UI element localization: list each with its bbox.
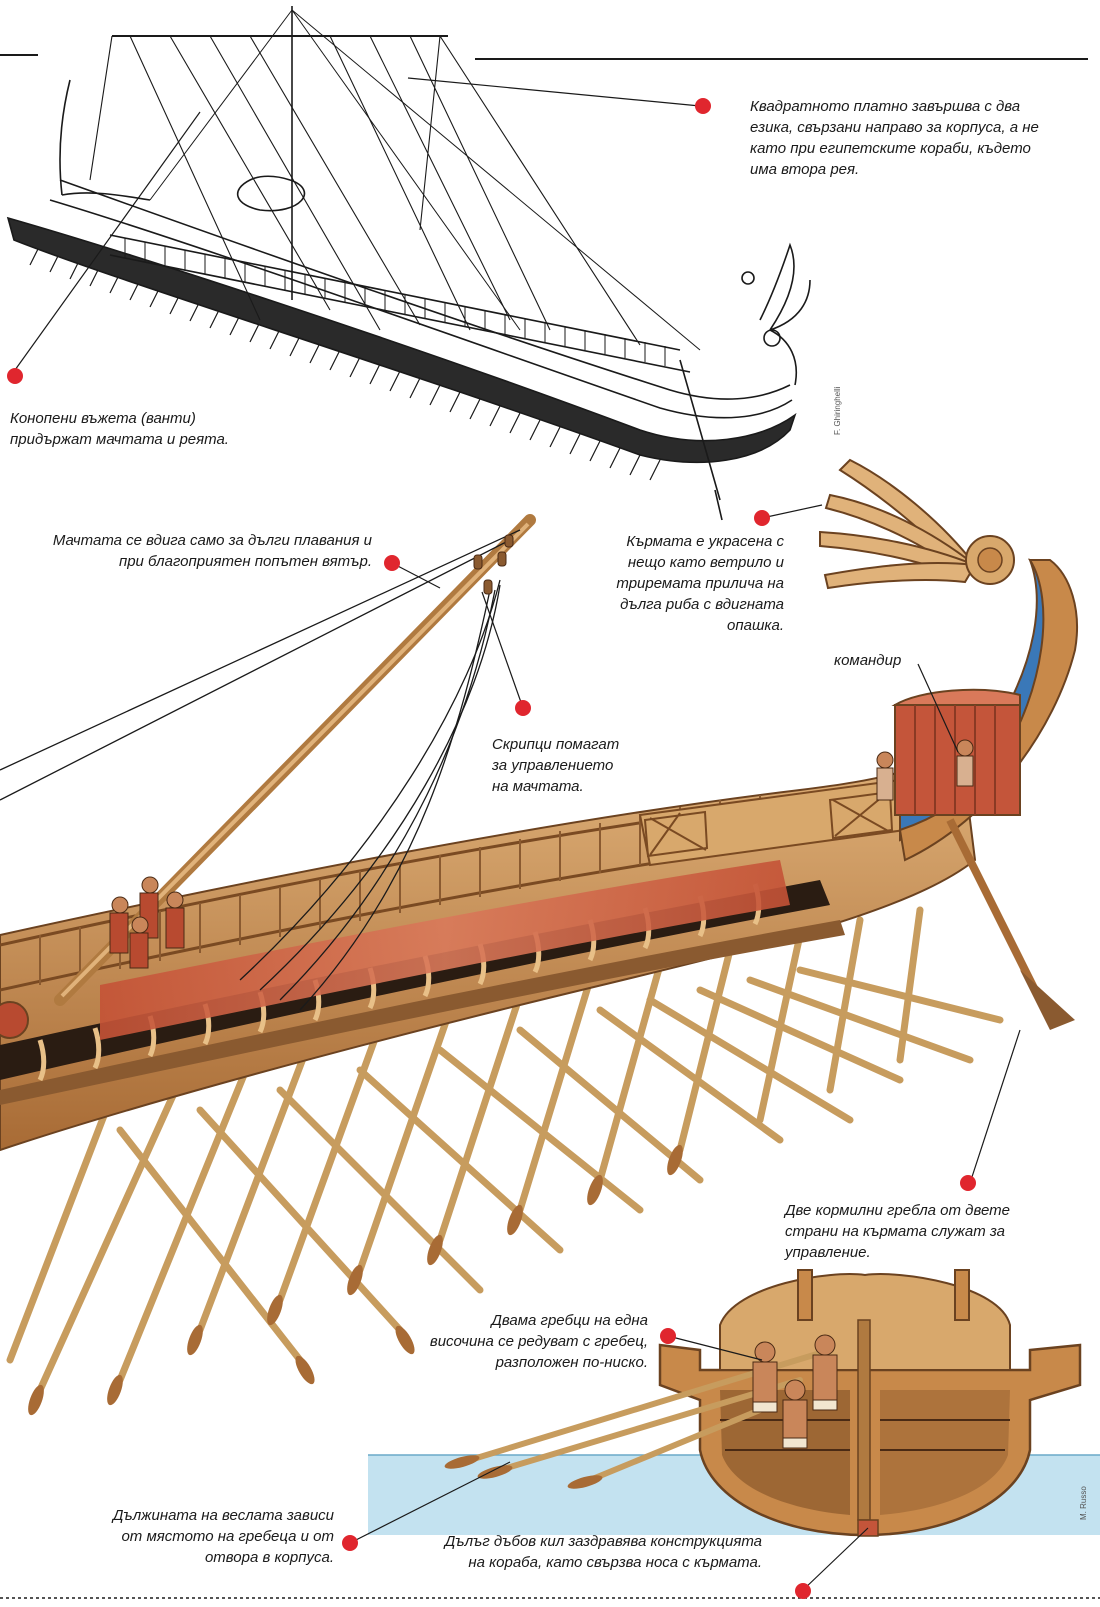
- dot-shrouds: [7, 368, 23, 384]
- dot-rudders: [960, 1175, 976, 1191]
- top-ship-line-art: [6, 6, 811, 521]
- dot-pulleys: [515, 700, 531, 716]
- top-ship-oars: [29, 244, 661, 481]
- caption-stern: Кърмата е украсена с нещо като ветрило и…: [616, 533, 784, 634]
- dot-sail: [695, 98, 711, 114]
- caption-commander: командир: [834, 652, 902, 669]
- caption-rowers: Двама гребци на една височина се редуват…: [429, 1312, 648, 1371]
- caption-keel: Дълъг дъбов кил заздравява конструкцията…: [444, 1533, 762, 1571]
- leader-lines: [14, 77, 1021, 1591]
- dot-stern: [754, 510, 770, 526]
- top-ship-stern-fan: [759, 242, 811, 386]
- dot-oars: [342, 1535, 358, 1551]
- top-ship-keel: [6, 216, 797, 464]
- header-rules: [0, 54, 1100, 1599]
- dot-mast: [384, 555, 400, 571]
- credit-top: F. Ghiringhelli: [833, 386, 842, 435]
- commander-figure: [876, 739, 974, 801]
- main-ship-oar-blades: [28, 1144, 683, 1416]
- pulley-blocks: [473, 534, 514, 595]
- cross-section: [368, 1269, 1100, 1537]
- callout-dots: [7, 98, 976, 1599]
- caption-pulleys: Скрипци помагат за управлението на мачта…: [492, 736, 620, 795]
- caption-sail: Квадратното платно завършва с два езика,…: [750, 98, 1039, 178]
- caption-rudders: Две кормилни гребла от двете страни на к…: [785, 1202, 1010, 1261]
- dot-rowers: [660, 1328, 676, 1344]
- caption-mast: Мачтата се вдига само за дълги плавания …: [52, 532, 372, 570]
- main-ship-stern-fan: [819, 458, 977, 590]
- caption-oars: Дължината на веслата зависи от мястото н…: [112, 1507, 334, 1566]
- main-ship-steering-oar: [946, 818, 1044, 1002]
- main-ship-rigging: [0, 529, 521, 1011]
- caption-shrouds: Конопени въжета (ванти) придържат мачтат…: [10, 410, 229, 448]
- dot-keel: [795, 1583, 811, 1599]
- rower-figures: [752, 1334, 838, 1449]
- main-ship-curtain: [100, 860, 790, 1040]
- crew-figures: [109, 876, 185, 969]
- main-ship-color: [0, 458, 1078, 1416]
- credit-bottom: M. Russo: [1079, 1486, 1088, 1520]
